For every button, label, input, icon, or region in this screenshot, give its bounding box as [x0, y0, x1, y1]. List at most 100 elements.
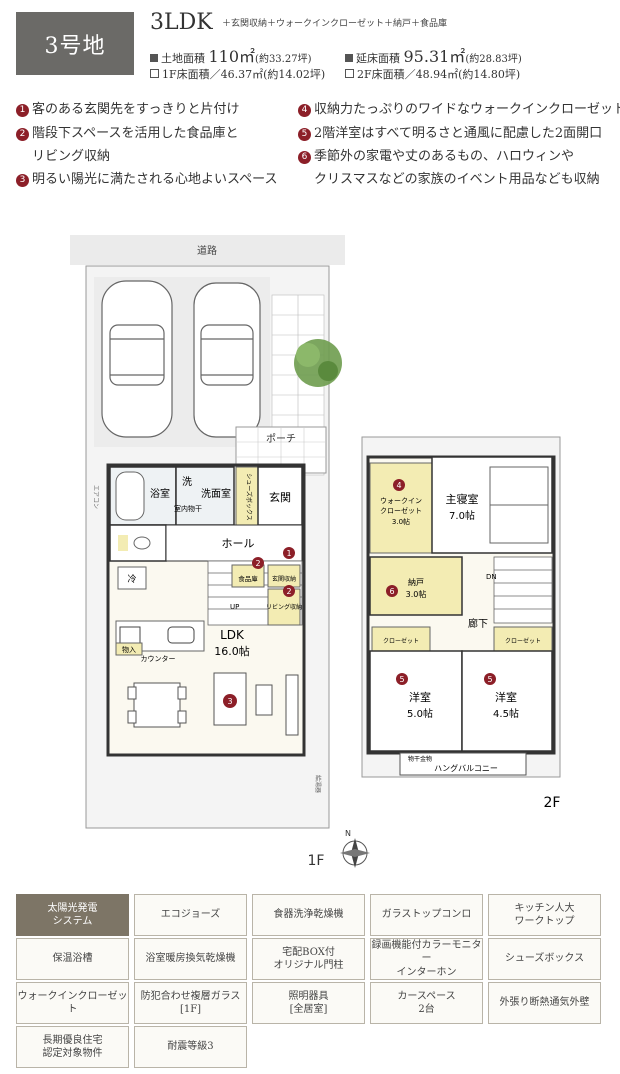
master-size: 7.0帖 — [449, 509, 475, 522]
svg-text:1: 1 — [286, 549, 291, 558]
marker-2b-1f: 2 — [283, 585, 295, 597]
marker-5a-2f: 5 — [396, 673, 408, 685]
2f-area: 2F床面積／48.94㎡(約14.80坪) — [345, 66, 520, 82]
equipment-item: ガラストップコンロ — [370, 894, 483, 936]
equipment-item: 浴室暖房換気乾燥機 — [134, 938, 247, 980]
hall-label: ホール — [222, 537, 255, 550]
nando-label: 納戸 — [408, 577, 424, 587]
balcony-label: ハングバルコニー — [434, 763, 498, 773]
porch-label: ポーチ — [266, 433, 296, 445]
entrance-storage — [267, 564, 301, 588]
room-a-size: 5.0帖 — [407, 707, 433, 720]
equipment-item: シューズボックス — [488, 938, 601, 980]
fridge — [117, 566, 147, 590]
equipment-item: キッチン人大 ワークトップ — [488, 894, 601, 936]
land-area: 土地面積 110㎡(約33.27坪) — [150, 43, 311, 67]
marker-1-1f: 1 — [283, 547, 295, 559]
plan-extras: ＋玄関収納＋ウォークインクローゼット＋納戸＋食品庫 — [222, 19, 448, 29]
equipment-item: ウォークインクローゼット — [16, 982, 129, 1024]
bath-label: 浴室 — [150, 487, 170, 500]
storage-1f — [115, 642, 143, 656]
equipment-item: カースペース 2台 — [370, 982, 483, 1024]
fridge-label: 冷 — [127, 573, 136, 585]
nando-size: 3.0帖 — [406, 589, 427, 599]
marker-3-1f: 3 — [223, 694, 237, 708]
pantry — [231, 564, 265, 588]
equipment-item: 外張り断熱通気外壁 — [488, 982, 601, 1024]
tv-stand — [285, 674, 299, 736]
entrance-storage-label: 玄関収納 — [272, 575, 296, 583]
equipment-item: 食器洗浄乾燥機 — [252, 894, 365, 936]
room-b-label: 洋室 — [495, 690, 517, 704]
1f-label: 1F — [308, 853, 325, 869]
wic-label: ウォークイン — [380, 497, 422, 505]
equipment-item: 保温浴槽 — [16, 938, 129, 980]
marker-2a-1f: 2 — [252, 557, 264, 569]
feature-2-cont: リビング収納 — [32, 149, 111, 164]
lot-badge: 3号地 — [16, 12, 134, 75]
feature-6-cont: クリスマスなどの家族のイベント用品なども収納 — [314, 172, 600, 187]
svg-text:2: 2 — [255, 559, 260, 568]
western-room-a — [369, 650, 463, 752]
compass-icon: N — [340, 829, 370, 868]
closet-b — [493, 626, 553, 652]
svg-text:5: 5 — [399, 675, 404, 684]
living-storage-label: リビング収納 — [266, 603, 302, 611]
equipment-item: 防犯合わせ複層ガラス [1F] — [134, 982, 247, 1024]
living-storage — [267, 588, 301, 626]
equipment-item: 録画機能付カラーモニター インターホン — [370, 938, 483, 980]
closet-a — [371, 626, 431, 652]
ldk-size: 16.0帖 — [214, 645, 250, 658]
svg-text:2: 2 — [286, 587, 291, 596]
western-room-b — [461, 650, 553, 752]
hanger-label: 物干金物 — [408, 755, 432, 763]
walk-in-closet — [369, 462, 433, 554]
2f-label: 2F — [544, 795, 561, 811]
svg-text:3: 3 — [227, 697, 232, 706]
closet-b-label: クローゼット — [505, 637, 541, 645]
compass-north: N — [345, 829, 351, 838]
marker-5b-2f: 5 — [484, 673, 496, 685]
car-1 — [101, 280, 173, 438]
equipment-item: 耐震等級3 — [134, 1026, 247, 1068]
aircon-label-left: エアコン — [92, 485, 99, 509]
entrance-label: 玄関 — [269, 490, 291, 504]
wash-label-b: 洗面室 — [201, 487, 231, 500]
closet-a-label: クローゼット — [383, 637, 419, 645]
storeroom — [369, 556, 463, 616]
master-label: 主寝室 — [446, 492, 479, 506]
hallway-label: 廊下 — [468, 617, 488, 630]
equipment-item: 宅配BOX付 オリジナル門柱 — [252, 938, 365, 980]
indoor-dry-label: 室内物干 — [174, 504, 202, 513]
car-2 — [193, 282, 261, 438]
coffee-table — [255, 684, 273, 716]
water-heater-label: 給湯器 — [314, 775, 322, 793]
1f-area: 1F床面積／46.37㎡(約14.02坪) — [150, 66, 325, 82]
equipment-item: 太陽光発電 システム — [16, 894, 129, 936]
svg-text:4: 4 — [396, 481, 401, 490]
pantry-label: 食品庫 — [238, 574, 258, 583]
marker-4-2f: 4 — [393, 479, 405, 491]
dining-table — [127, 682, 187, 728]
floor-area: 延床面積 95.31㎡(約28.83坪) — [345, 43, 522, 67]
svg-text:5: 5 — [487, 675, 492, 684]
counter-label: カウンター — [141, 654, 176, 663]
hang-balcony — [399, 752, 527, 776]
room-a-label: 洋室 — [409, 690, 431, 704]
equipment-item: エコジョーズ — [134, 894, 247, 936]
room-b-size: 4.5帖 — [493, 707, 519, 720]
ldk-label: LDK — [220, 628, 245, 642]
svg-text:6: 6 — [389, 587, 394, 596]
road — [70, 235, 345, 265]
equipment-item: 長期優良住宅 認定対象物件 — [16, 1026, 129, 1068]
dn-label: DN — [486, 573, 497, 581]
staircase-2f — [493, 556, 553, 624]
entrance — [257, 466, 303, 526]
tree-icon — [294, 339, 342, 387]
